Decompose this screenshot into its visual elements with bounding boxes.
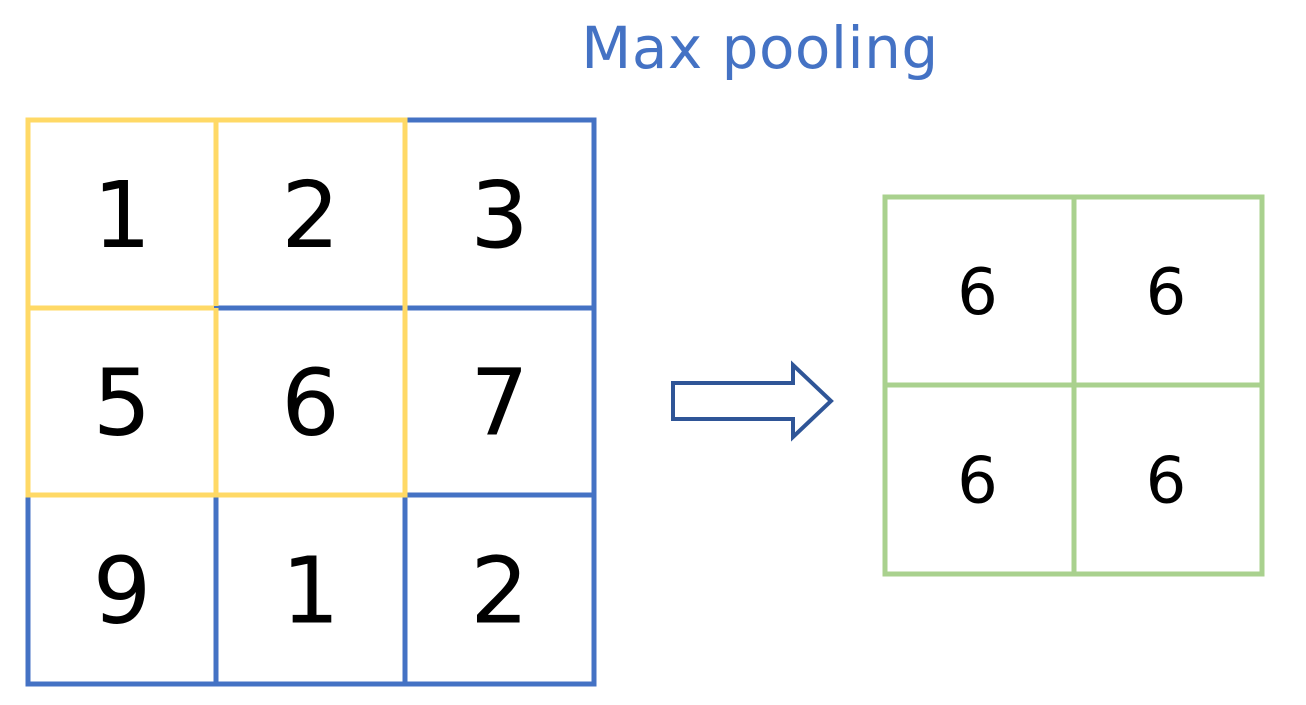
input-cell-value: 2 bbox=[470, 538, 529, 645]
input-cell-value: 5 bbox=[93, 350, 152, 457]
pool-window bbox=[25, 117, 408, 498]
output-cell-value: 6 bbox=[957, 256, 998, 330]
output-cell-value: 6 bbox=[957, 445, 998, 519]
input-cell-border bbox=[402, 492, 597, 687]
page-title: Max pooling bbox=[581, 14, 939, 82]
right-arrow-icon bbox=[671, 360, 834, 442]
input-cell-value: 3 bbox=[470, 162, 529, 269]
input-cell-value: 2 bbox=[281, 162, 340, 269]
output-cell-value: 6 bbox=[1146, 256, 1187, 330]
input-cell-value: 7 bbox=[470, 350, 529, 457]
input-numbers: 1 2 3 5 6 7 9 1 2 bbox=[93, 162, 529, 645]
input-cell-value: 6 bbox=[281, 350, 340, 457]
output-cell-value: 6 bbox=[1146, 445, 1187, 519]
output-cell-border bbox=[1071, 382, 1265, 577]
input-cell-value: 9 bbox=[93, 538, 152, 645]
output-grid bbox=[882, 194, 1265, 577]
input-cell-value: 1 bbox=[281, 538, 340, 645]
input-cell-value: 1 bbox=[93, 162, 152, 269]
output-numbers: 6 6 6 6 bbox=[957, 256, 1186, 519]
